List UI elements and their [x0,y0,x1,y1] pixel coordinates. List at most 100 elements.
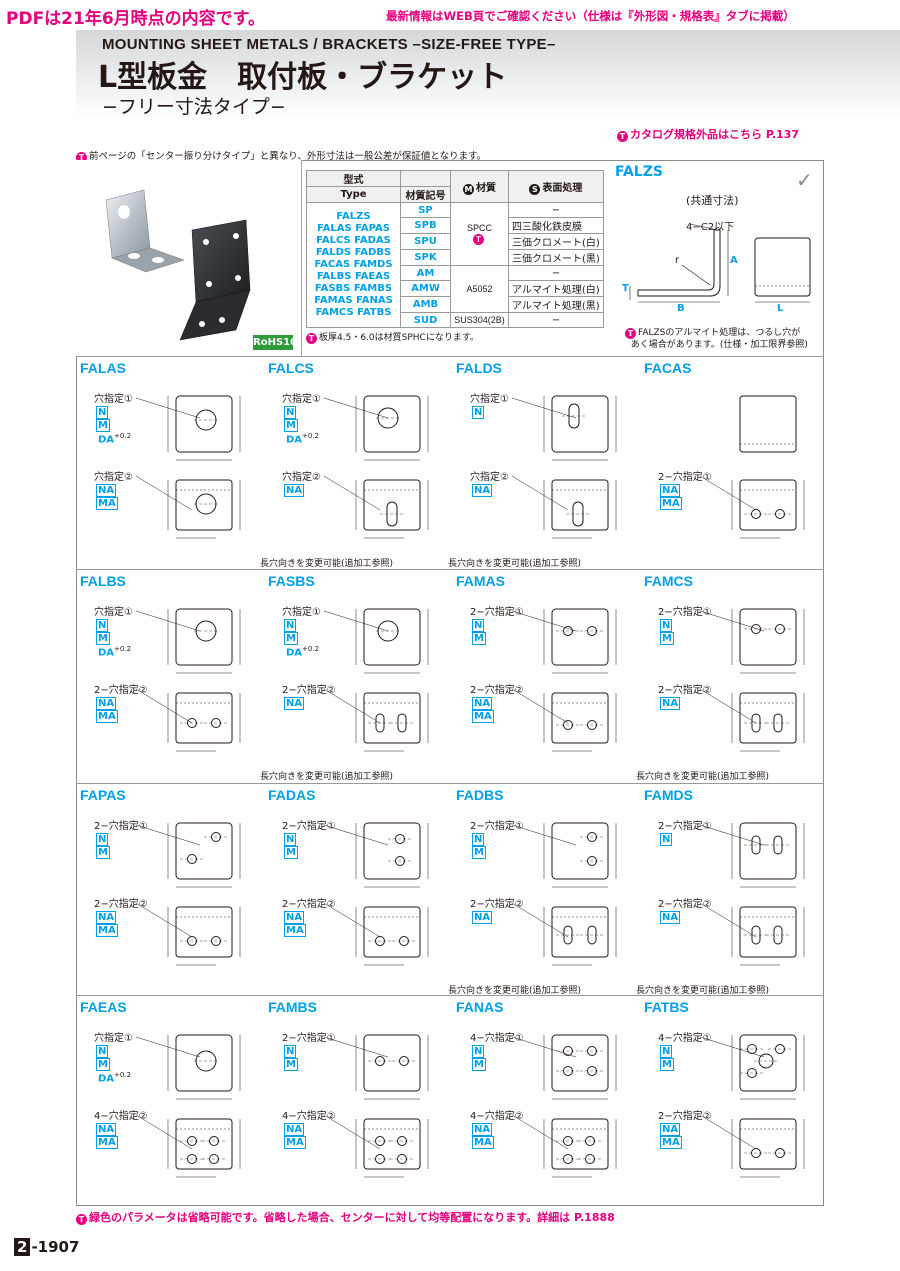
param-code: N [660,833,673,846]
plate-top [551,608,609,666]
hole-spec-label: 2−穴指定② [658,899,712,910]
param-code: M [472,632,486,645]
hole-spec-label: 穴指定① [94,394,133,405]
spec-mat: A5052 [450,265,509,313]
spec-surf: − [508,312,604,328]
hole-spec-label: 2−穴指定② [94,685,148,696]
param-da: DA+0.2 [286,645,320,659]
spec-code: AMB [400,296,451,313]
variant-diagram [323,822,429,966]
variant-diagram [135,608,241,752]
spec-mat: SUS304(2B) [450,312,509,328]
variant-title: FALBS [80,573,126,589]
variant-title: FASBS [268,573,315,589]
variant-title: FAMAS [456,573,505,589]
spec-code: SPB [400,217,451,234]
hole-spec-label: 穴指定① [282,607,321,618]
spec-code: SP [400,202,451,218]
falzs-diagram [629,223,811,303]
variant-title: FACAS [644,360,692,376]
param-code: NA [96,697,117,710]
variant-diagram [511,822,617,966]
variant-title: FAMDS [644,787,693,803]
variant-diagram [135,822,241,966]
variant-diagram [135,395,241,539]
hole-spec-label: 穴指定② [94,472,133,483]
param-code: M [660,632,674,645]
plate-bottom [739,906,797,958]
plate-bottom [739,479,797,531]
hole-spec-label: 2−穴指定① [94,821,148,832]
param-da: DA+0.2 [286,432,320,446]
plate-bottom [363,906,421,958]
param-code: M [96,419,110,432]
param-code: M [472,846,486,859]
spec-surf: アルマイト処理(黒) [508,296,604,313]
param-code: N [284,1045,297,1058]
plate-bottom [363,692,421,744]
plate-top [363,1034,421,1092]
param-code: NA [472,484,493,497]
param-code: M [96,632,110,645]
hole-spec-label: 2−穴指定① [282,821,336,832]
hole-spec-label: 4−穴指定② [470,1111,524,1122]
falzs-c2: 4−C2以下 [686,222,735,233]
param-code: MA [472,710,494,723]
param-code: NA [96,1123,117,1136]
plate-top [363,822,421,880]
param-code: N [472,833,485,846]
param-code: MA [96,924,118,937]
param-code: MA [660,497,682,510]
param-code: NA [472,697,493,710]
plate-bottom [175,906,233,958]
variant-title: FAMBS [268,999,317,1015]
variant-diagram [323,1034,429,1178]
param-code: MA [472,1136,494,1149]
falzs-t: T [622,283,629,294]
banner-sub: 最新情報はWEB頁でご確認ください（仕様は『外形図・規格表』タブに掲載） [386,9,795,23]
plate-bottom [739,692,797,744]
param-code: M [660,1058,674,1071]
variant-title: FANAS [456,999,504,1015]
param-code: NA [96,911,117,924]
param-code: N [660,1045,673,1058]
hole-spec-label: 2−穴指定② [658,1111,712,1122]
slot-note: 長穴向きを変更可能(追加工参照) [448,986,582,996]
page-header: MOUNTING SHEET METALS / BRACKETS –SIZE-F… [76,30,900,120]
hole-spec-label: 2−穴指定① [470,607,524,618]
divider [76,783,824,784]
plate-top [551,395,609,453]
variant-title: FAEAS [80,999,127,1015]
slot-note: 長穴向きを変更可能(追加工参照) [260,772,394,782]
param-code: N [96,619,109,632]
param-code: N [96,406,109,419]
tip-icon: T [617,131,628,142]
bracket-photo-svg [105,189,251,341]
param-code: NA [284,1123,305,1136]
param-code: NA [660,1123,681,1136]
param-code: NA [660,484,681,497]
hole-spec-label: 2−穴指定② [282,685,336,696]
content-frame [76,160,824,1206]
slot-note: 長穴向きを変更可能(追加工参照) [636,772,770,782]
spec-surf: 三価クロメート(黒) [508,249,604,266]
hole-spec-label: 4−穴指定② [282,1111,336,1122]
param-code: N [472,1045,485,1058]
param-code: MA [284,1136,306,1149]
hole-spec-label: 2−穴指定② [470,685,524,696]
spec-code: SPK [400,249,451,266]
plate-bottom [551,692,609,744]
spec-code: AMW [400,280,451,297]
slot-note: 長穴向きを変更可能(追加工参照) [260,559,394,569]
